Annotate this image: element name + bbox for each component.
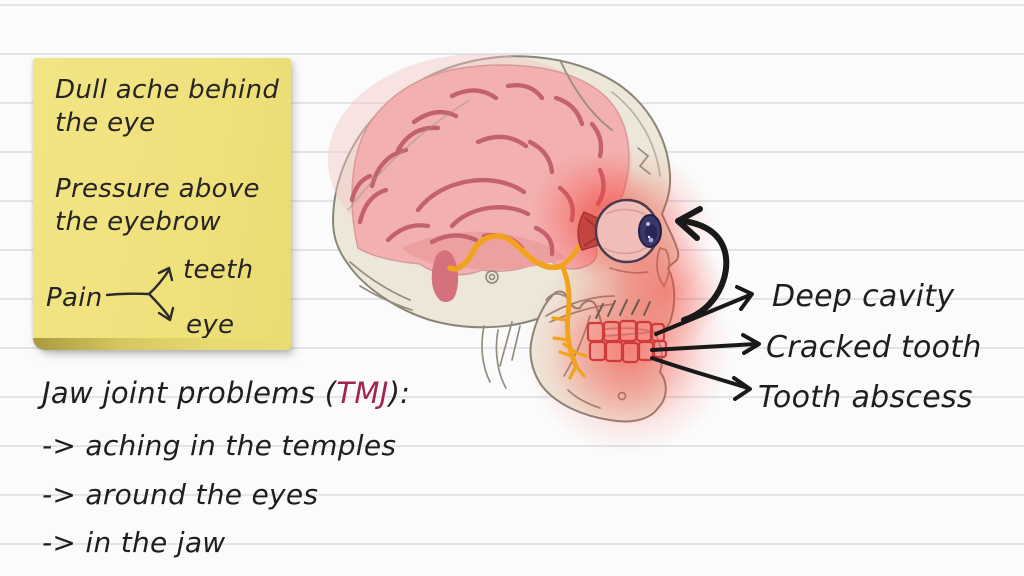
note-symptom-1: Dull ache behind the eye [55, 74, 279, 140]
note-symptom-2-line2: the eyebrow [55, 207, 221, 237]
tmj-item-temples: -> aching in the temples [42, 429, 397, 462]
sticky-note: Dull ache behind the eye Pressure above … [33, 58, 291, 350]
pain-target-teeth: teeth [183, 255, 254, 285]
arrow-cracked-tooth [650, 333, 761, 355]
eye [577, 198, 662, 264]
note-symptom-2: Pressure above the eyebrow [55, 173, 260, 239]
teeth [586, 319, 668, 364]
brainstem [431, 250, 459, 302]
arrow-tooth-abscess [650, 356, 752, 401]
tmj-item-eyes: -> around the eyes [42, 478, 319, 511]
tooth-root-hatching [595, 299, 651, 319]
note-symptom-1-line2: the eye [55, 108, 156, 138]
label-tooth-abscess: Tooth abscess [758, 380, 973, 415]
note-symptom-1-line1: Dull ache behind [55, 75, 280, 105]
arrow-deep-cavity [654, 285, 754, 336]
tmj-heading: Jaw joint problems (TMJ): [42, 376, 410, 410]
tmj-heading-suffix: ): [388, 376, 411, 410]
tmj-heading-accent: TMJ [336, 376, 389, 410]
pain-target-eye: eye [186, 310, 235, 340]
note-symptom-2-line1: Pressure above [55, 174, 260, 204]
label-cracked-tooth: Cracked tooth [766, 330, 982, 365]
pain-fork-arrow [105, 266, 175, 322]
tmj-heading-prefix: Jaw joint problems ( [42, 376, 337, 410]
pain-glow [524, 147, 732, 454]
label-deep-cavity: Deep cavity [772, 279, 955, 314]
tmj-item-jaw: -> in the jaw [42, 526, 226, 559]
arrow-to-eye [675, 206, 730, 323]
pain-label: Pain [46, 283, 103, 313]
